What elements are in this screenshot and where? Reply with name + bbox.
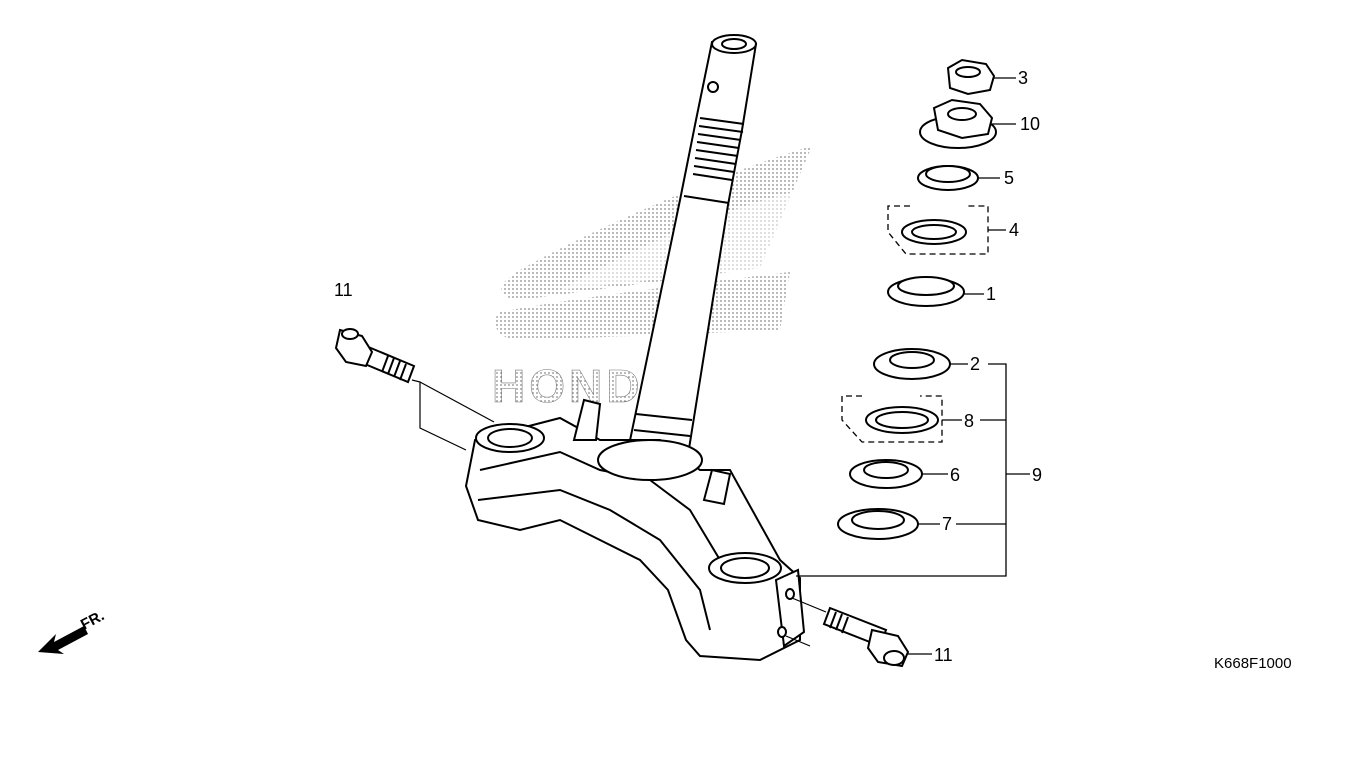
callout-11-right: 11 bbox=[934, 645, 953, 665]
front-direction-indicator: FR. bbox=[38, 607, 107, 654]
bolt-left-guide bbox=[411, 379, 495, 451]
callout-1: 1 bbox=[986, 284, 996, 304]
lower-ball-race-2 bbox=[873, 348, 951, 380]
upper-ball-race-5 bbox=[917, 165, 979, 191]
callout-5: 5 bbox=[1004, 168, 1014, 188]
callout-labels: 3 10 5 4 1 2 8 9 6 7 11 11 bbox=[334, 68, 1042, 665]
steel-ball-set-8 bbox=[841, 395, 943, 443]
callout-4: 4 bbox=[1009, 220, 1019, 240]
drawing-code: K668F1000 bbox=[1214, 655, 1292, 672]
lower-cone-race-6 bbox=[849, 459, 923, 489]
callout-3: 3 bbox=[1018, 68, 1028, 88]
callout-11-left: 11 bbox=[334, 280, 353, 300]
flange-bolt-left bbox=[334, 328, 416, 384]
upper-cone-race-1 bbox=[887, 276, 965, 307]
steel-ball-set-4 bbox=[887, 205, 989, 255]
callout-10: 10 bbox=[1020, 114, 1040, 134]
steering-stem-nut-3 bbox=[946, 58, 996, 96]
flange-bolt-right bbox=[822, 606, 910, 668]
callout-9: 9 bbox=[1032, 465, 1042, 485]
dust-seal-7 bbox=[837, 508, 919, 540]
callout-8: 8 bbox=[964, 411, 974, 431]
callout-6: 6 bbox=[950, 465, 960, 485]
callout-7: 7 bbox=[942, 514, 952, 534]
steering-stem-shaft bbox=[626, 34, 758, 457]
callout-2: 2 bbox=[970, 354, 980, 374]
top-thread-nut-10 bbox=[919, 98, 997, 149]
steering-stem-lower-bracket bbox=[464, 398, 806, 662]
leader-lines bbox=[796, 77, 1030, 655]
front-arrow-icon bbox=[38, 626, 88, 654]
bolt-right-guide bbox=[785, 597, 827, 647]
honda-wing-watermark: HONDA bbox=[492, 146, 812, 412]
